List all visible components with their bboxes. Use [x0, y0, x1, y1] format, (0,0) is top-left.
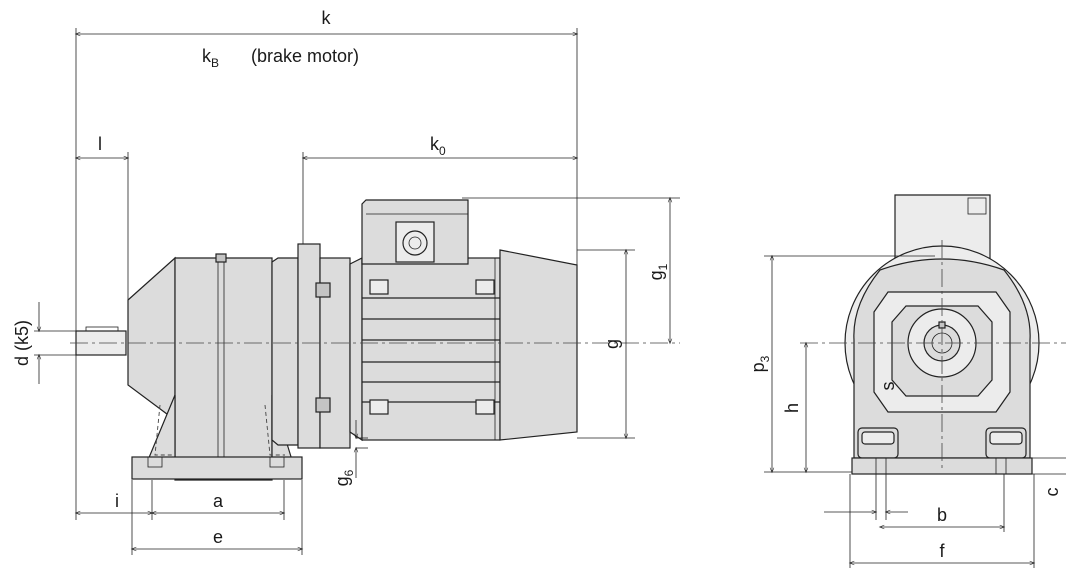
- label-i: i: [115, 491, 119, 511]
- side-view: k kB (brake motor) k0 l d (k5): [12, 8, 680, 555]
- label-k0: k0: [430, 134, 446, 158]
- label-b: b: [937, 505, 947, 525]
- label-f: f: [939, 541, 945, 561]
- gearbox-nose: [127, 256, 176, 422]
- label-e: e: [213, 527, 223, 547]
- label-g1: g1: [646, 263, 670, 280]
- label-l: l: [98, 134, 102, 154]
- cable-gland-icon: [402, 230, 428, 256]
- label-kB: kB: [202, 46, 219, 70]
- label-s: s: [878, 382, 898, 391]
- mounting-foot: [131, 456, 303, 480]
- fan-cover: [499, 249, 578, 441]
- label-k: k: [322, 8, 332, 28]
- label-brake-motor: (brake motor): [251, 46, 359, 66]
- adapter-housing: [271, 257, 299, 446]
- label-c: c: [1042, 488, 1062, 497]
- label-g6: g6: [332, 469, 356, 486]
- label-d-k5: d (k5): [12, 320, 32, 366]
- motor-flange: [297, 243, 321, 449]
- label-p3: p3: [748, 355, 772, 372]
- front-view: p3 h s c b f: [748, 194, 1066, 568]
- label-a: a: [213, 491, 224, 511]
- label-g: g: [602, 339, 622, 349]
- gearbox-housing: [174, 257, 273, 481]
- label-h: h: [782, 403, 802, 413]
